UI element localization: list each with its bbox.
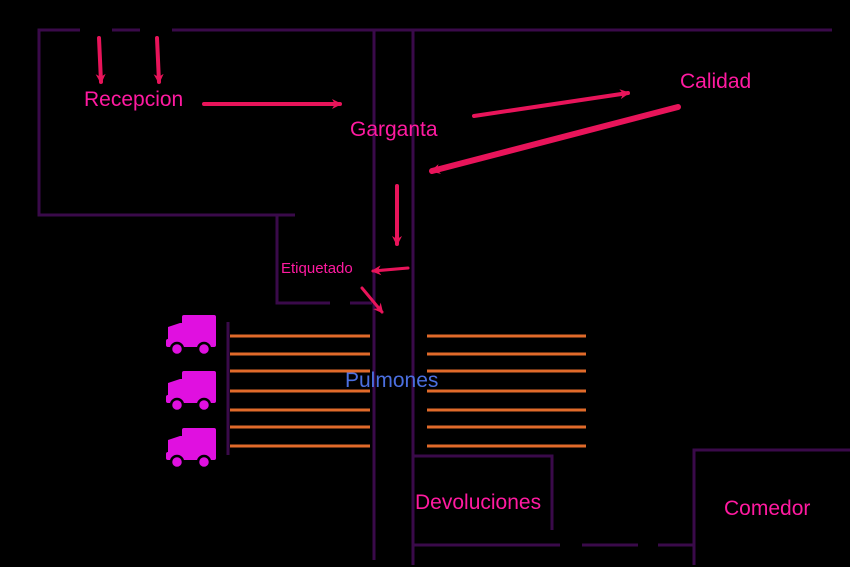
area-label-pulmones: Pulmones	[345, 369, 439, 392]
area-label-calidad: Calidad	[680, 70, 752, 93]
truck-icon	[166, 428, 216, 470]
arrow-inbound-1	[95, 36, 106, 84]
top-left-wall	[37, 28, 295, 217]
area-label-devoluciones: Devoluciones	[415, 491, 542, 514]
truck-icon	[166, 371, 216, 413]
arrow-to-etiquetado	[371, 265, 410, 276]
area-label-comedor: Comedor	[724, 497, 811, 520]
area-label-etiquetado: Etiquetado	[281, 260, 353, 277]
flow-arrows	[95, 36, 681, 314]
area-label-recepcion: Recepcion	[84, 88, 184, 111]
etiquetado-wall	[275, 215, 330, 305]
area-label-garganta: Garganta	[350, 118, 438, 141]
comedor-wall	[692, 448, 850, 565]
truck-icon	[166, 315, 216, 357]
arrow-etiquetado-to-pulmones	[360, 286, 384, 314]
devoluciones-wall	[413, 454, 554, 530]
arrow-inbound-2	[153, 36, 164, 84]
arrow-garganta-to-calidad	[472, 89, 630, 118]
racks	[230, 334, 586, 448]
arrow-calidad-to-garganta	[429, 104, 681, 174]
walls	[37, 28, 850, 565]
